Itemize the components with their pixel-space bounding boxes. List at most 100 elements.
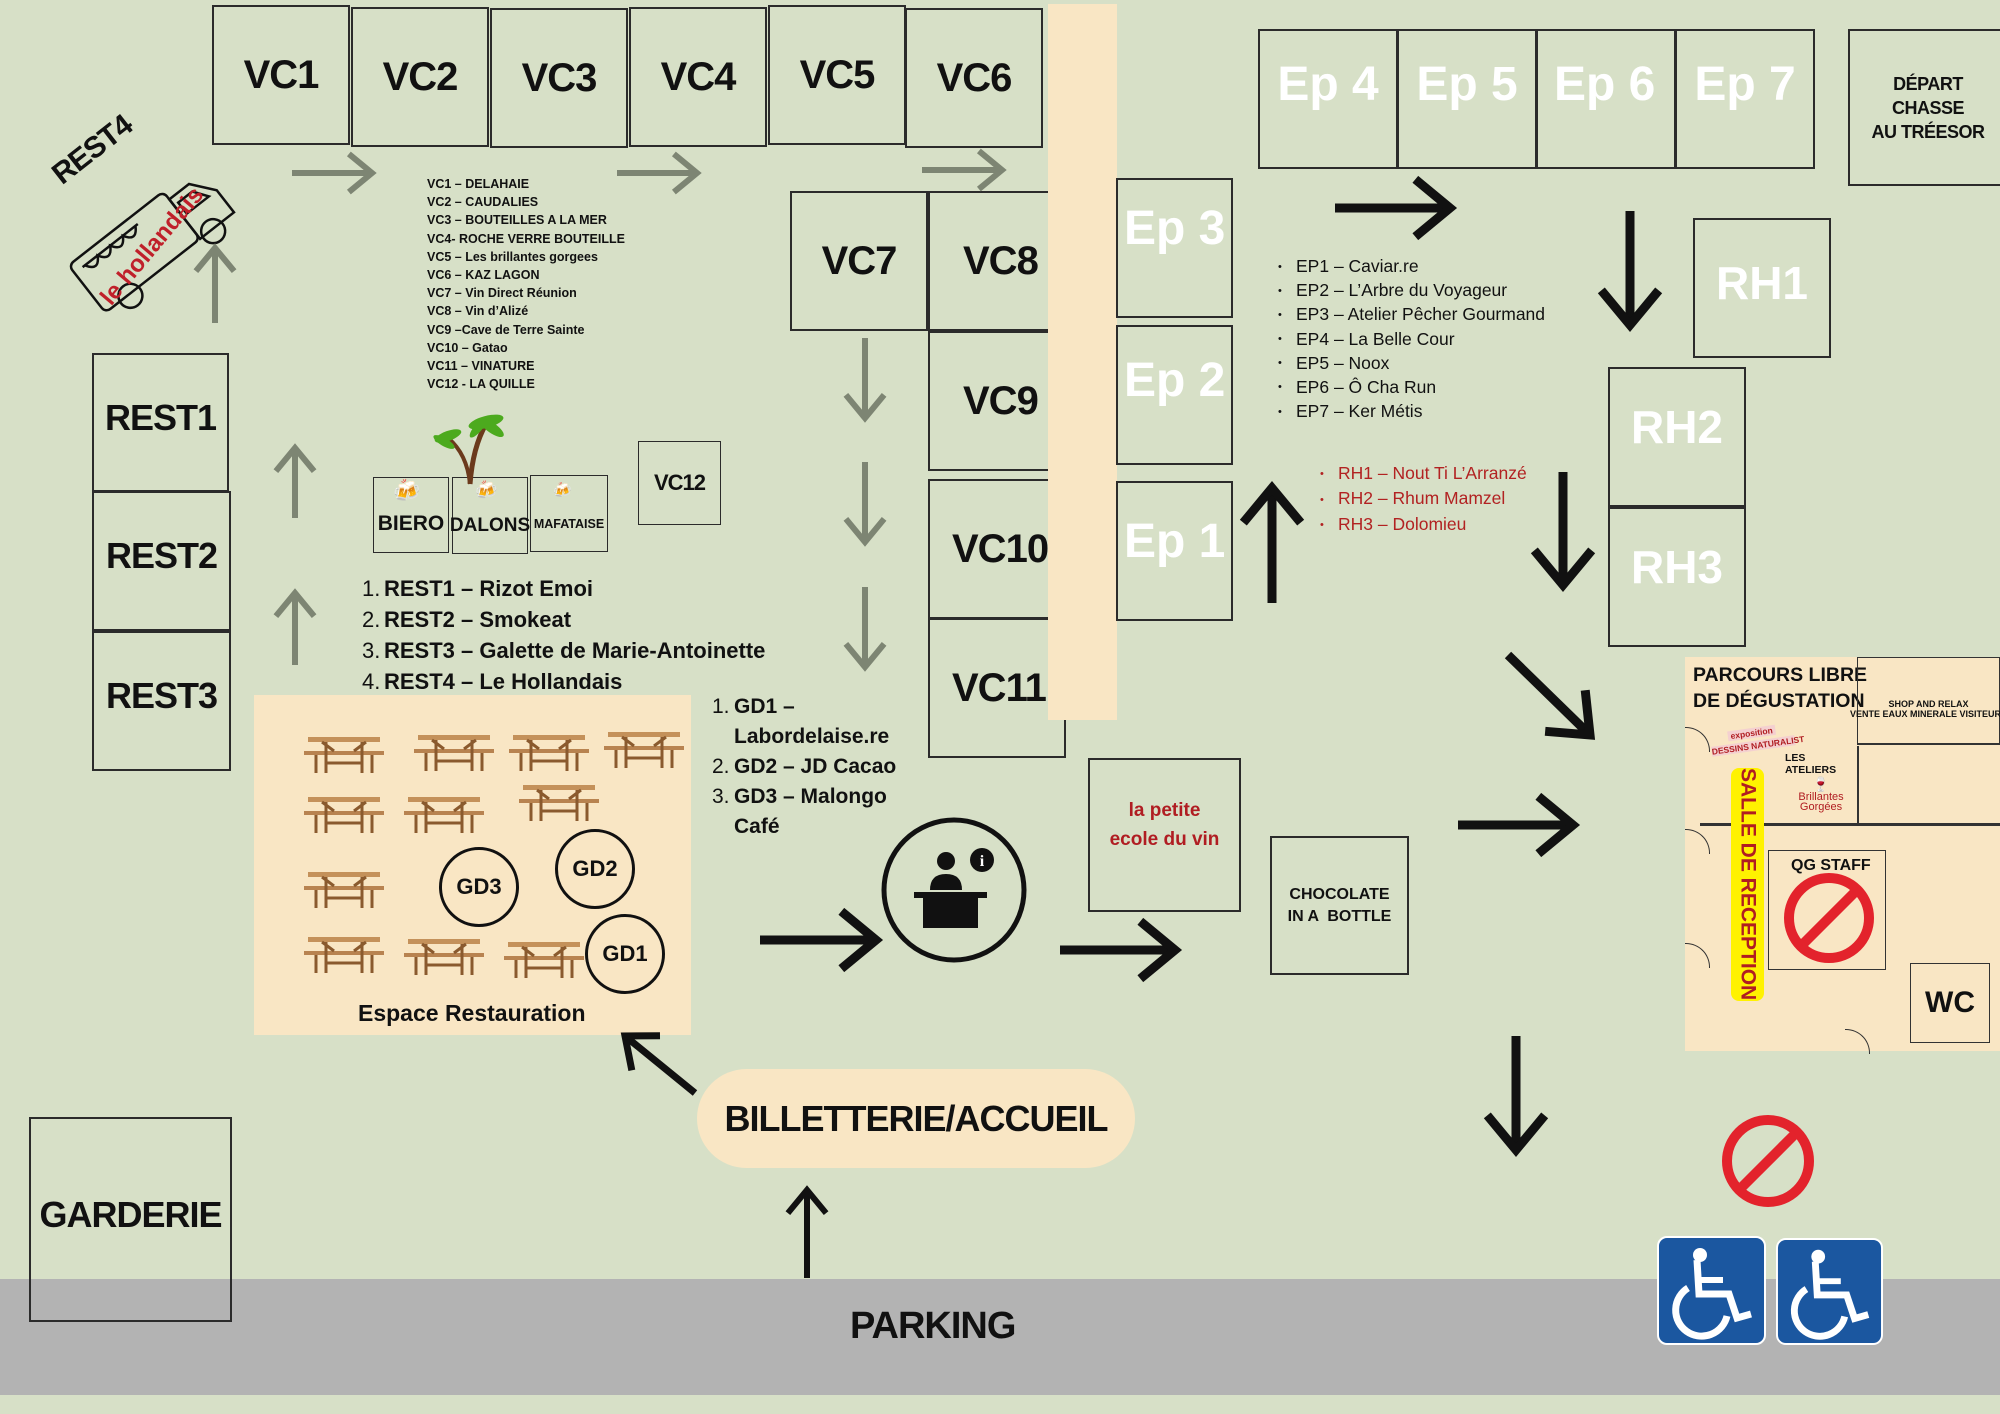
legend-item: EP7 – Ker Métis: [1278, 400, 1545, 424]
stand-rh1[interactable]: RH1: [1693, 218, 1831, 358]
legend-item: VC10 – Gatao: [427, 340, 508, 355]
picnic-table-icon: [304, 797, 384, 833]
info-desk-icon[interactable]: i: [880, 816, 1028, 964]
wc[interactable]: WC: [1910, 963, 1990, 1043]
salle-de-reception[interactable]: SALLE DE RECEPTION: [1731, 768, 1764, 1001]
legend-item: VC9 –Cave de Terre Sainte: [427, 322, 585, 337]
stand-rest3[interactable]: REST3: [92, 631, 231, 771]
arrow-icon: [193, 243, 237, 323]
legend-item: VC6 – KAZ LAGON: [427, 268, 540, 283]
picnic-table-icon: [604, 732, 684, 768]
qg-staff[interactable]: QG STAFF: [1768, 850, 1886, 970]
arrow-icon: [273, 588, 317, 665]
arrow-icon: [843, 462, 887, 547]
stand-vc7[interactable]: VC7: [790, 191, 928, 331]
picnic-table-icon: [509, 735, 589, 771]
beer-mugs-icon: 🍻: [475, 480, 498, 500]
wheelchair-accessible-icon: [1657, 1236, 1766, 1345]
picnic-table-icon: [304, 737, 384, 773]
legend-item: RH3 – Dolomieu: [1320, 512, 1527, 537]
la-petite-ecole-du-vin[interactable]: la petite ecole du vin: [1088, 758, 1241, 912]
palm-tree-icon: [433, 414, 504, 485]
picnic-table-icon: [304, 937, 384, 973]
stand-rest4[interactable]: REST4 le hollandais: [40, 109, 240, 315]
picnic-table-icon: [519, 785, 599, 821]
picnic-table-icon: [304, 872, 384, 908]
depart-chasse-au-tresor[interactable]: DÉPART CHASSE AU TRÉESOR: [1848, 29, 2000, 186]
garderie[interactable]: GARDERIE: [29, 1117, 232, 1322]
arrow-icon: [1504, 651, 1596, 740]
parcours-libre-title: PARCOURS LIBRE DE DÉGUSTATION: [1693, 664, 1868, 712]
stand-gd1[interactable]: GD1: [585, 914, 665, 994]
no-entry-icon: [1784, 873, 1874, 963]
dining-area[interactable]: GD3 GD2 GD1 Espace Restauration: [254, 695, 691, 1035]
legend-item: VC4- ROCHE VERRE BOUTEILLE: [427, 231, 625, 246]
stand-vc5[interactable]: VC5: [768, 5, 906, 145]
wine-glass-icon: 🍷: [1812, 776, 1830, 792]
vc-legend: VC1 – DELAHAIE VC2 – CAUDALIES VC3 – BOU…: [427, 175, 625, 393]
chocolate-in-a-bottle[interactable]: CHOCOLATE IN A BOTTLE: [1270, 836, 1409, 975]
legend-item: 2.GD2 – JD Cacao: [712, 755, 897, 778]
les-ateliers[interactable]: LES ATELIERS 🍷 Brillantes Gorgées: [1785, 752, 1844, 813]
legend-item: VC12 - LA QUILLE: [427, 377, 535, 392]
arrow-icon: [922, 148, 1007, 192]
legend-item: EP3 – Atelier Pêcher Gourmand: [1278, 303, 1545, 327]
arrow-icon: [1597, 211, 1663, 333]
legend-item: Labordelaise.re: [734, 725, 890, 748]
reception-building[interactable]: PARCOURS LIBRE DE DÉGUSTATION SHOP AND R…: [1685, 657, 2000, 1054]
arrow-icon: [843, 587, 887, 672]
arrow-icon: [785, 1185, 829, 1278]
stand-dalons[interactable]: DALONS: [450, 477, 530, 554]
rest-legend: 1.REST1 – Rizot Emoi 2.REST2 – Smokeat 3…: [362, 573, 765, 697]
divider: [1857, 746, 1859, 826]
no-entry-icon: [1722, 1115, 1814, 1207]
arrow-icon: [1458, 792, 1581, 858]
stand-vc3[interactable]: VC3: [490, 8, 628, 148]
arrow-icon: [292, 151, 377, 195]
beer-mugs-icon: 🍻: [553, 482, 572, 499]
wheelchair-accessible-icon: [1776, 1238, 1883, 1345]
stand-vc2[interactable]: VC2: [351, 7, 489, 147]
arrow-icon: [1060, 917, 1183, 983]
stand-ep7[interactable]: Ep 7: [1675, 29, 1815, 169]
wall: [1700, 823, 2000, 826]
stand-rh2[interactable]: RH2: [1608, 367, 1746, 507]
stand-ep5[interactable]: Ep 5: [1397, 29, 1537, 169]
picnic-table-icon: [404, 797, 484, 833]
legend-item: EP6 – Ô Cha Run: [1278, 376, 1545, 400]
stand-vc12[interactable]: VC12: [638, 441, 721, 525]
stand-gd2[interactable]: GD2: [555, 829, 635, 909]
stand-biero[interactable]: BIERO: [373, 477, 449, 553]
legend-item: EP4 – La Belle Cour: [1278, 328, 1545, 352]
legend-item: RH1 – Nout Ti L’Arranzé: [1320, 461, 1527, 486]
arrow-icon: [760, 907, 884, 973]
legend-item: 1.REST1 – Rizot Emoi: [362, 576, 594, 601]
stand-vc11[interactable]: VC11: [928, 618, 1066, 758]
arrow-icon: [1239, 480, 1305, 603]
svg-text:i: i: [980, 853, 985, 870]
stand-vc10[interactable]: VC10: [928, 479, 1053, 619]
legend-item: VC5 – Les brillantes gorgees: [427, 249, 598, 264]
stand-vc6[interactable]: VC6: [905, 8, 1043, 148]
stand-rest1[interactable]: REST1: [92, 353, 229, 492]
stand-ep1[interactable]: Ep 1: [1116, 481, 1233, 621]
stand-ep2[interactable]: Ep 2: [1116, 325, 1233, 465]
legend-item: 3.REST3 – Galette de Marie-Antoinette: [362, 638, 766, 663]
dining-area-label: Espace Restauration: [358, 1000, 586, 1026]
stand-vc4[interactable]: VC4: [629, 7, 767, 147]
arrow-icon: [843, 338, 887, 423]
stand-rest2[interactable]: REST2: [92, 491, 231, 631]
legend-item: 1.GD1 –: [712, 695, 795, 718]
billetterie-accueil[interactable]: BILLETTERIE/ACCUEIL: [697, 1069, 1135, 1168]
legend-item: Café: [734, 815, 780, 838]
stand-vc9[interactable]: VC9: [928, 331, 1053, 471]
stand-vc1[interactable]: VC1: [212, 5, 350, 145]
arrow-icon: [617, 151, 702, 195]
legend-item: VC2 – CAUDALIES: [427, 195, 539, 210]
legend-item: 3.GD3 – Malongo: [712, 785, 887, 808]
stand-gd3[interactable]: GD3: [439, 847, 519, 927]
stand-rh3[interactable]: RH3: [1608, 507, 1746, 647]
stand-mafataise[interactable]: MAFATAISE: [530, 475, 608, 552]
stand-ep3[interactable]: Ep 3: [1116, 178, 1233, 318]
